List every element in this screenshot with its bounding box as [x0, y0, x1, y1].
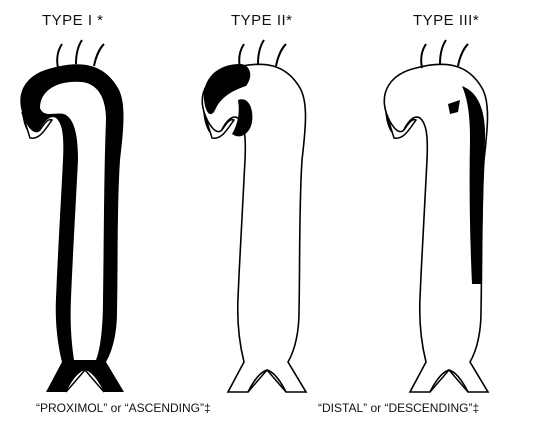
type-3-aorta-diagram — [384, 40, 488, 392]
proximal-caption: “PROXIMOL” or “ASCENDING”‡ — [36, 401, 211, 415]
type-1-aorta-diagram — [20, 40, 124, 392]
distal-caption: “DISTAL” or “DESCENDING”‡ — [318, 401, 479, 415]
type-2-aorta-outline — [202, 64, 306, 392]
type-2-aorta-diagram — [202, 40, 306, 392]
type-1-arch-vessels — [57, 40, 104, 68]
